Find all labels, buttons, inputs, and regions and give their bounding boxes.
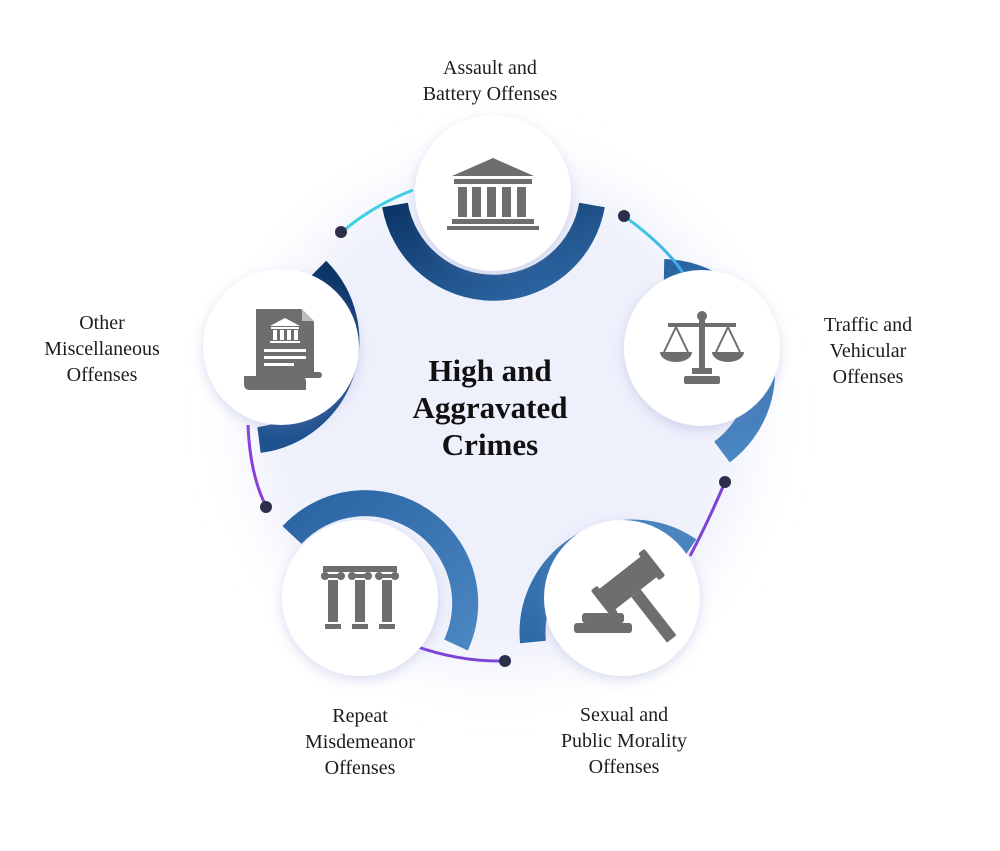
label-traffic: Traffic and Vehicular Offenses xyxy=(758,312,978,390)
courthouse-icon xyxy=(447,158,539,230)
center-title: High and Aggravated Crimes xyxy=(380,352,600,463)
label-line: Repeat xyxy=(332,705,388,727)
label-line: Offenses xyxy=(588,756,660,778)
label-line: Offenses xyxy=(832,366,904,388)
arc-assault xyxy=(382,202,605,301)
legal-document-icon xyxy=(244,309,322,390)
label-line: Traffic and xyxy=(823,314,913,336)
connector-5 xyxy=(246,424,268,507)
connector-dot xyxy=(260,501,272,513)
label-assault: Assault and Battery Offenses xyxy=(380,55,600,107)
connector-dot xyxy=(499,655,511,667)
label-line: Vehicular xyxy=(829,340,907,362)
label-line: Public Morality xyxy=(560,730,688,752)
label-line: Offenses xyxy=(66,364,138,386)
label-repeat: Repeat Misdemeanor Offenses xyxy=(250,703,470,781)
connector-dot xyxy=(335,226,347,238)
connector-4 xyxy=(414,644,506,663)
label-line: Assault and xyxy=(443,57,537,79)
center-title-line: Crimes xyxy=(441,427,539,462)
gavel-icon xyxy=(574,549,677,643)
connector-dot xyxy=(719,476,731,488)
center-title-line: Aggravated xyxy=(412,390,568,425)
columns-icon xyxy=(321,566,399,629)
connector-3 xyxy=(688,481,727,557)
label-line: Other xyxy=(79,312,125,334)
label-line: Battery Offenses xyxy=(422,83,558,105)
label-line: Sexual and xyxy=(579,704,669,726)
connector-dot xyxy=(618,210,630,222)
label-sexual: Sexual and Public Morality Offenses xyxy=(514,702,734,780)
connector-1 xyxy=(341,188,414,234)
scales-icon xyxy=(660,311,744,384)
center-title-line: High and xyxy=(428,353,552,388)
label-other: Other Miscellaneous Offenses xyxy=(0,310,212,388)
label-line: Miscellaneous xyxy=(44,338,160,360)
connector-2 xyxy=(623,214,687,277)
label-line: Offenses xyxy=(324,757,396,779)
arc-repeat xyxy=(282,490,479,651)
label-line: Misdemeanor xyxy=(305,731,415,753)
